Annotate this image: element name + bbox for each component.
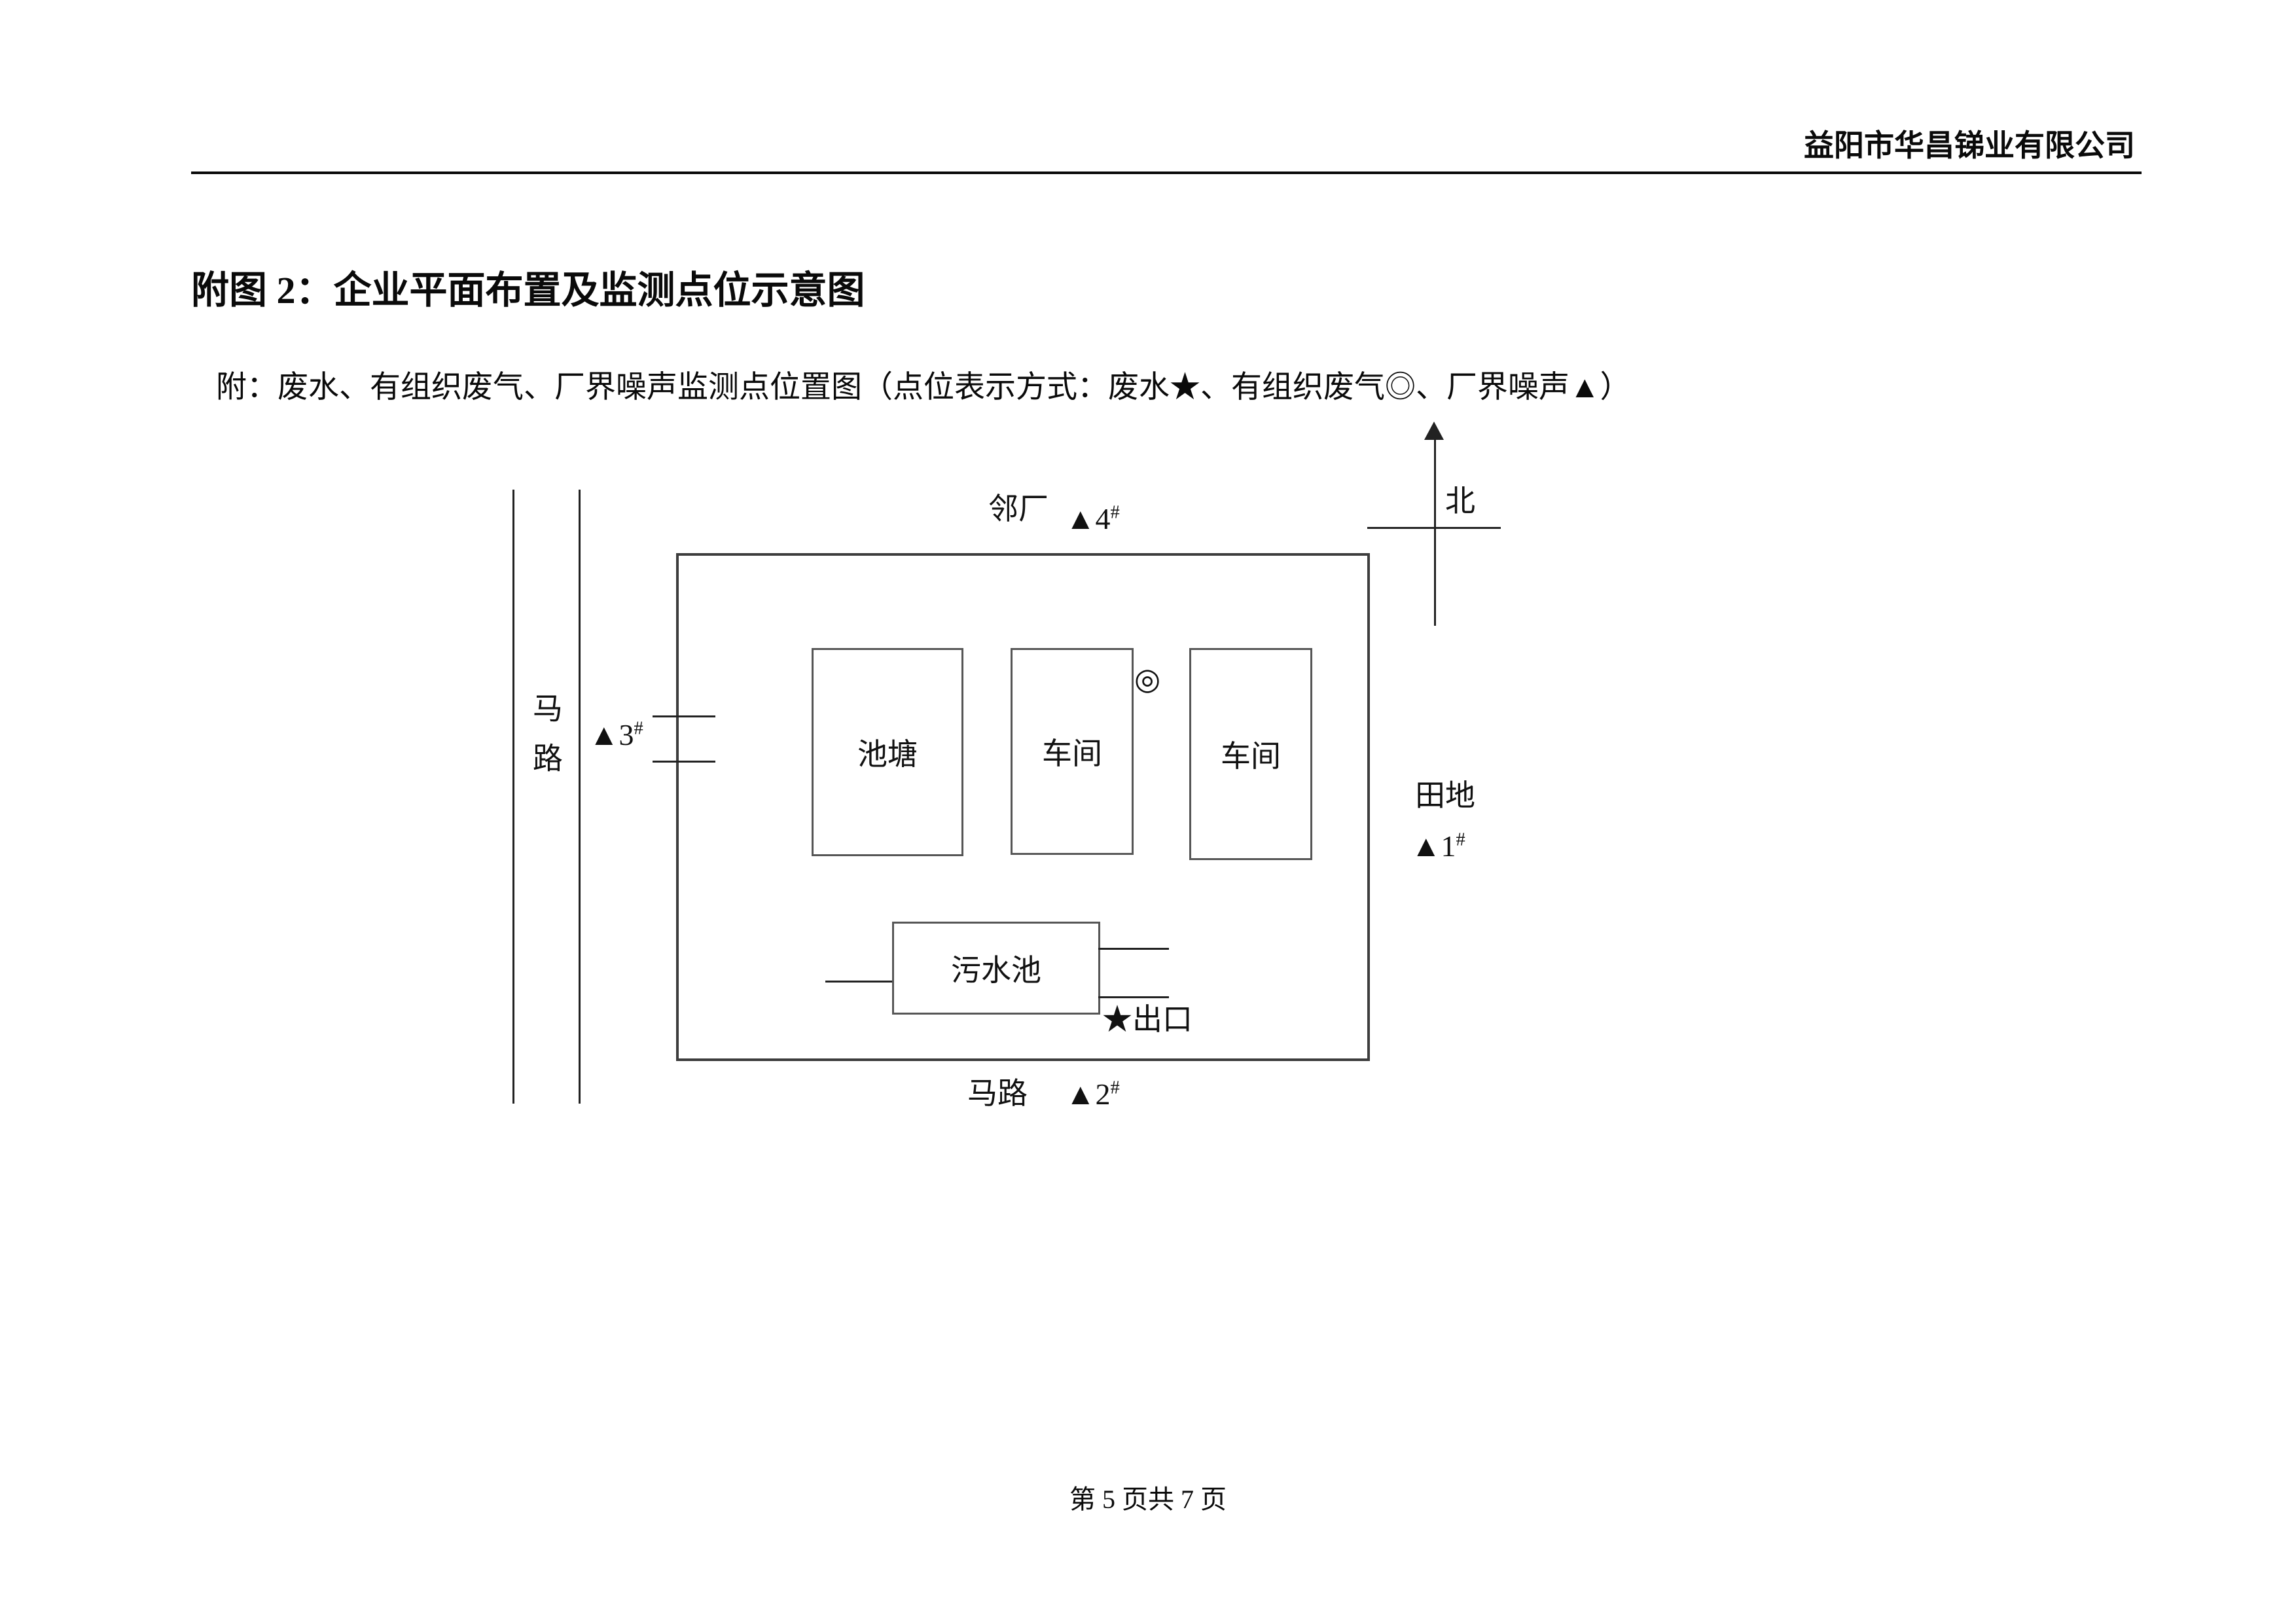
gate-line-top [653, 715, 715, 717]
noise-marker-4: ▲4# [1066, 501, 1120, 536]
road-line-left-inner [579, 490, 581, 1104]
marker-number: 4 [1095, 502, 1111, 535]
north-arrow-line [1434, 436, 1436, 626]
noise-marker-1: ▲1# [1411, 829, 1465, 863]
header-rule [191, 171, 2142, 174]
marker-sup: # [1110, 1077, 1120, 1098]
north-crossline [1367, 527, 1501, 529]
noise-marker-3: ▲3# [589, 717, 643, 752]
workshop1-box: 车间 [1011, 648, 1134, 855]
field-label: 田地 [1415, 779, 1475, 812]
pond-box: 池塘 [812, 648, 963, 856]
marker-number: 3 [619, 718, 634, 751]
star-icon: ★ [1102, 1003, 1132, 1036]
north-label: 北 [1445, 484, 1475, 518]
workshop1-label: 车间 [1042, 737, 1102, 770]
sewage-box: 污水池 [892, 922, 1100, 1015]
company-name: 益阳市华昌锑业有限公司 [1804, 128, 2135, 162]
workshop2-label: 车间 [1221, 740, 1281, 773]
pond-label: 池塘 [857, 738, 918, 771]
figure-subtitle: 附：废水、有组织废气、厂界噪声监测点位置图（点位表示方式：废水★、有组织废气◎、… [216, 370, 1631, 405]
marker-sup: # [634, 718, 643, 739]
marker-number: 1 [1441, 829, 1456, 863]
factory-boundary [676, 553, 1370, 1061]
triangle-icon: ▲ [1411, 829, 1441, 863]
workshop2-box: 车间 [1189, 648, 1312, 860]
noise-marker-2: ▲2# [1066, 1077, 1120, 1111]
marker-sup: # [1456, 829, 1465, 850]
outlet-label: 出口 [1132, 1003, 1193, 1036]
triangle-icon: ▲ [1066, 1077, 1096, 1111]
figure-title: 附图 2：企业平面布置及监测点位示意图 [191, 269, 865, 312]
pipe-line-right-bottom [1098, 996, 1169, 998]
gate-line-bottom [653, 761, 715, 763]
outlet-marker: ★出口 [1102, 1003, 1193, 1038]
page-footer: 第 5 页共 7 页 [1069, 1485, 1227, 1514]
neighbor-label: 邻厂 [988, 492, 1049, 526]
gas-point-icon: ◎ [1134, 662, 1161, 696]
pipe-line-left [825, 981, 892, 983]
road-label-left: 马路 [528, 693, 562, 792]
road-label-bottom: 马路 [967, 1077, 1028, 1110]
triangle-icon: ▲ [1066, 502, 1096, 535]
road-line-left-outer [512, 490, 514, 1104]
pipe-line-right-top [1098, 948, 1169, 950]
marker-number: 2 [1095, 1077, 1111, 1111]
triangle-icon: ▲ [589, 718, 619, 751]
marker-sup: # [1110, 502, 1120, 523]
sewage-label: 污水池 [951, 954, 1041, 987]
